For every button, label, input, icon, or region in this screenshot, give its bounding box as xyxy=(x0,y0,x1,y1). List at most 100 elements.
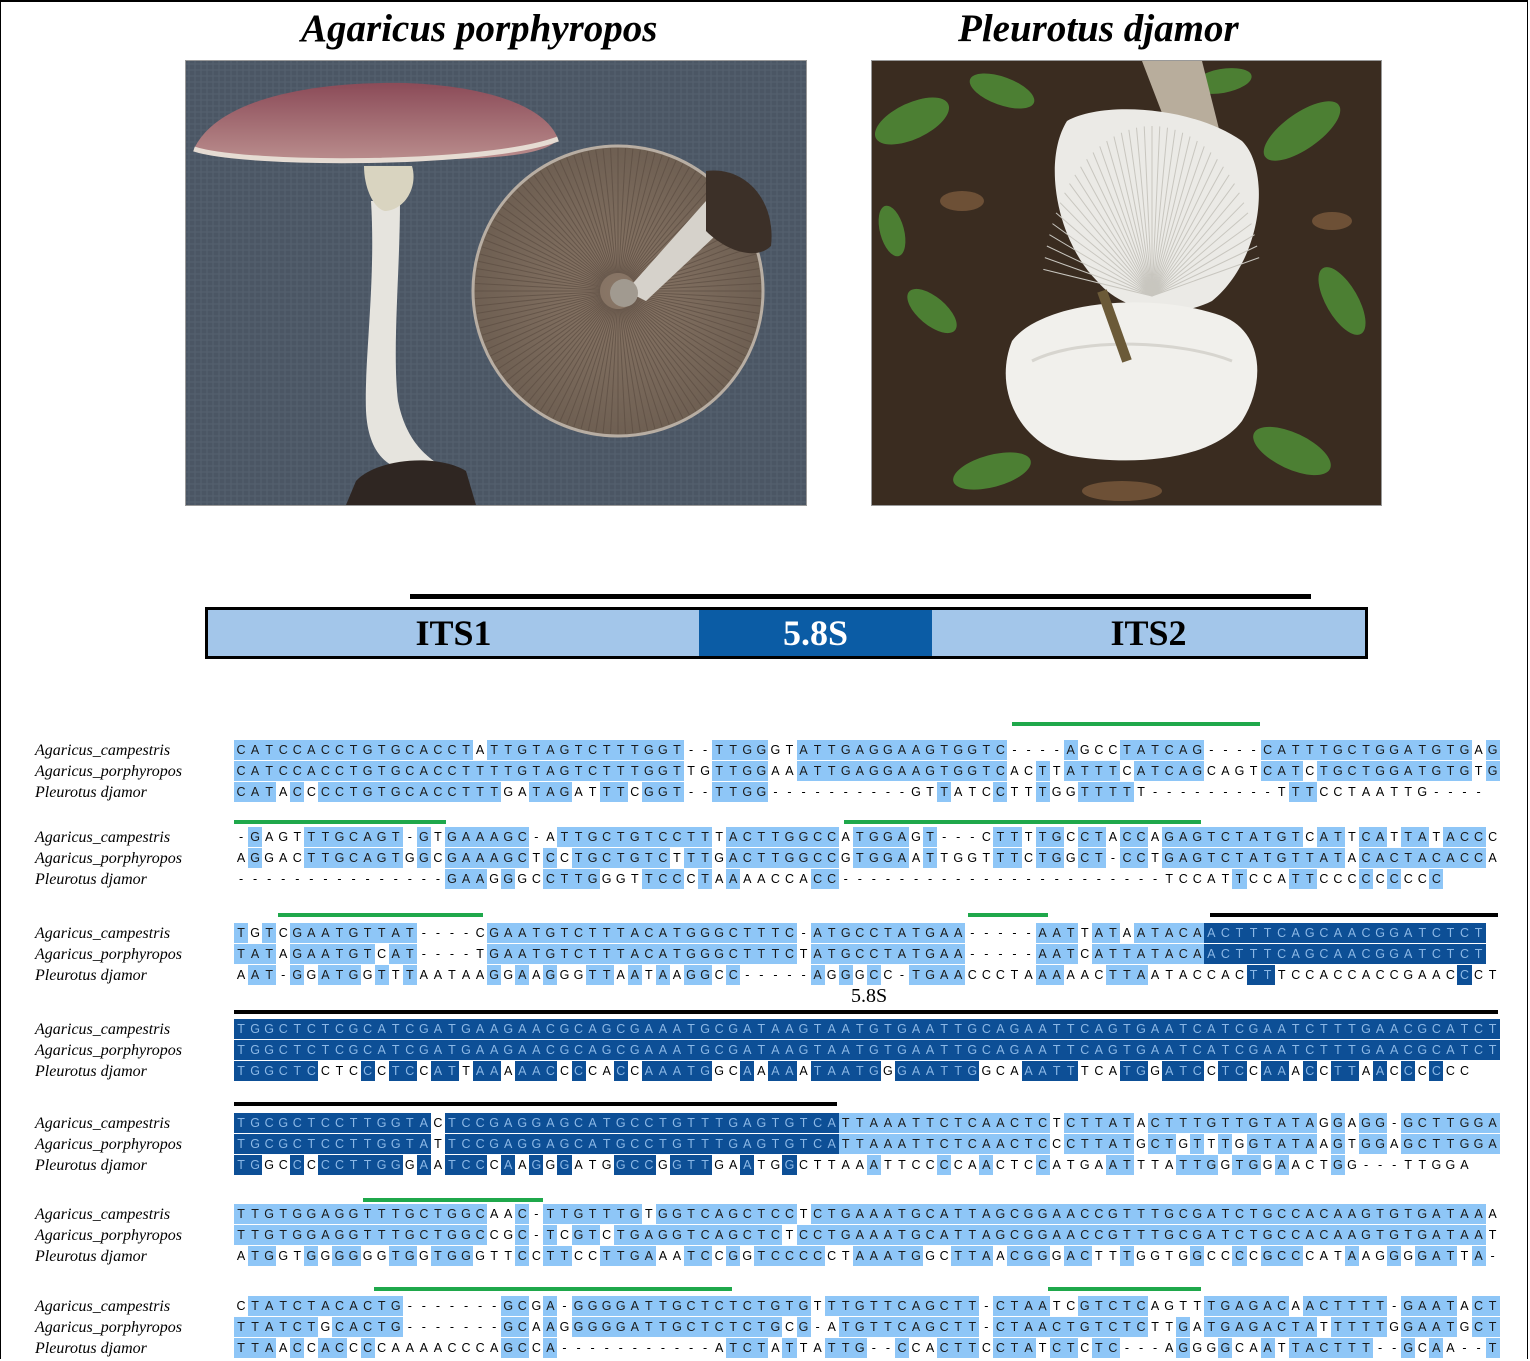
base: C xyxy=(459,1155,474,1175)
base: G xyxy=(866,827,881,847)
base: A xyxy=(262,1296,277,1316)
base: C xyxy=(571,1019,586,1039)
base: C xyxy=(1302,1019,1317,1039)
base: A xyxy=(1330,944,1345,964)
base: A xyxy=(894,827,909,847)
base: C xyxy=(1401,1040,1416,1060)
base: C xyxy=(770,872,780,886)
base: T xyxy=(234,1155,249,1175)
base: - xyxy=(365,872,370,886)
base: T xyxy=(726,761,741,781)
base: T xyxy=(293,1249,302,1263)
base: - xyxy=(759,968,764,982)
base: C xyxy=(531,1249,541,1263)
species-name: Agaricus_porphyropos xyxy=(35,1227,182,1244)
base: C xyxy=(810,827,825,847)
base: - xyxy=(1237,743,1242,757)
base: G xyxy=(262,1204,277,1224)
base: T xyxy=(979,740,994,760)
base: T xyxy=(1052,764,1061,778)
base: C xyxy=(304,1040,319,1060)
base: T xyxy=(1091,1317,1106,1337)
base: A xyxy=(1204,1204,1219,1224)
base: T xyxy=(1418,1158,1427,1172)
base: A xyxy=(416,782,431,802)
base: A xyxy=(923,1019,938,1039)
base: - xyxy=(492,1320,497,1334)
base: C xyxy=(1035,1113,1050,1133)
base: G xyxy=(346,1225,361,1245)
base: C xyxy=(1288,1225,1303,1245)
primer-bar xyxy=(278,913,483,917)
base: C xyxy=(1429,848,1444,868)
base: - xyxy=(351,872,356,886)
base: T xyxy=(599,1134,614,1154)
base: T xyxy=(1443,923,1458,943)
base: A xyxy=(1471,1204,1486,1224)
base: T xyxy=(894,1246,909,1266)
base: C xyxy=(1162,740,1177,760)
base: G xyxy=(571,1317,586,1337)
base: C xyxy=(1305,1249,1315,1263)
base: C xyxy=(447,1341,457,1355)
base: G xyxy=(627,1040,642,1060)
base: T xyxy=(1232,923,1247,943)
base: T xyxy=(726,1338,741,1358)
base: T xyxy=(1359,1338,1374,1358)
base: G xyxy=(1359,1225,1374,1245)
base: T xyxy=(641,848,656,868)
base: - xyxy=(562,1341,567,1355)
base: A xyxy=(248,944,263,964)
base: A xyxy=(726,869,741,889)
base: T xyxy=(388,1061,403,1081)
base: G xyxy=(866,761,881,781)
base: G xyxy=(601,872,612,886)
base: C xyxy=(993,1338,1008,1358)
base: T xyxy=(951,1296,966,1316)
base: A xyxy=(1063,1204,1078,1224)
base: T xyxy=(374,782,389,802)
base: A xyxy=(489,1207,499,1221)
base: A xyxy=(1415,1296,1430,1316)
base: C xyxy=(1457,827,1472,847)
base: G xyxy=(1445,1158,1456,1172)
base: G xyxy=(557,1155,572,1175)
base: A xyxy=(1291,1064,1300,1078)
base: A xyxy=(1274,1134,1289,1154)
base: T xyxy=(599,965,614,985)
base: A xyxy=(543,1338,558,1358)
base: G xyxy=(332,827,347,847)
base: C xyxy=(824,848,839,868)
base: T xyxy=(529,923,544,943)
base: C xyxy=(1122,764,1132,778)
base: A xyxy=(827,1320,836,1334)
base: A xyxy=(855,1158,864,1172)
base: G xyxy=(404,1158,415,1172)
base: G xyxy=(894,1040,909,1060)
base: T xyxy=(852,827,867,847)
base: C xyxy=(588,1064,598,1078)
base: A xyxy=(1302,1204,1317,1224)
base: T xyxy=(852,1134,867,1154)
base: C xyxy=(796,1225,811,1245)
base: G xyxy=(754,740,769,760)
base: A xyxy=(799,872,808,886)
base: G xyxy=(276,1113,291,1133)
base: C xyxy=(613,1019,628,1039)
base: A xyxy=(1080,968,1089,982)
base: T xyxy=(1344,1317,1359,1337)
base: T xyxy=(1119,1019,1134,1039)
base: T xyxy=(1165,968,1173,982)
base: - xyxy=(1054,872,1059,886)
base: A xyxy=(1207,872,1216,886)
base: T xyxy=(894,1225,909,1245)
base: - xyxy=(1209,743,1214,757)
base: - xyxy=(660,1341,665,1355)
base: - xyxy=(998,947,1003,961)
base: C xyxy=(1319,1064,1329,1078)
base: A xyxy=(968,1158,977,1172)
species-name: Agaricus_campestris xyxy=(35,829,171,846)
base: T xyxy=(712,1134,727,1154)
base: G xyxy=(248,1113,263,1133)
